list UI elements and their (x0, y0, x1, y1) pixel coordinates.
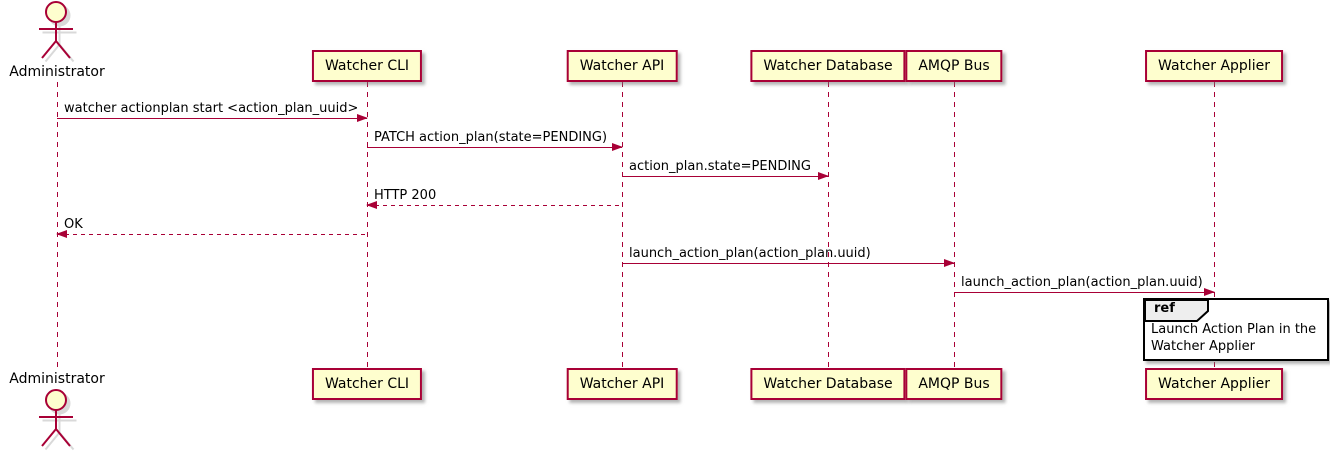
lifeline-administrator (57, 82, 58, 370)
ref-header (1144, 299, 1212, 326)
ref-text-line: Launch Action Plan in the (1151, 322, 1317, 337)
message-line-dashed (367, 205, 622, 206)
lifeline-amqp-bus (954, 82, 955, 368)
message-6: launch_action_plan(action_plan.uuid) (622, 246, 955, 267)
participant-watcher-api-bottom: Watcher API (566, 368, 678, 400)
actor-label: Administrator (9, 371, 105, 387)
message-2: PATCH action_plan(state=PENDING) (367, 130, 623, 151)
message-label: OK (64, 217, 83, 232)
message-7: launch_action_plan(action_plan.uuid) (954, 275, 1215, 296)
participant-watcher-applier-top: Watcher Applier (1145, 50, 1283, 82)
participant-watcher-applier-bottom: Watcher Applier (1145, 368, 1283, 400)
arrowhead-icon (818, 172, 829, 180)
arrowhead-icon (612, 143, 623, 151)
arrowhead-icon (366, 201, 377, 209)
message-label: launch_action_plan(action_plan.uuid) (629, 246, 871, 261)
message-label: action_plan.state=PENDING (629, 159, 811, 174)
message-line-solid (367, 147, 622, 148)
message-line-solid (57, 118, 367, 119)
actor-icon (26, 388, 88, 456)
message-label: PATCH action_plan(state=PENDING) (374, 130, 608, 145)
message-5: OK (56, 217, 367, 238)
message-3: action_plan.state=PENDING (622, 159, 829, 180)
message-line-dashed (57, 234, 367, 235)
participant-watcher-api-top: Watcher API (566, 50, 678, 82)
participant-watcher-cli-top: Watcher CLI (311, 50, 423, 82)
message-4: HTTP 200 (366, 188, 622, 209)
arrowhead-icon (56, 230, 67, 238)
lifeline-watcher-db (828, 82, 829, 368)
message-1: watcher actionplan start <action_plan_uu… (57, 101, 368, 122)
lifeline-watcher-applier (1214, 82, 1215, 368)
message-line-solid (622, 176, 828, 177)
participant-watcher-db-bottom: Watcher Database (750, 368, 906, 400)
message-line-solid (954, 292, 1214, 293)
participant-amqp-bus-bottom: AMQP Bus (905, 368, 1003, 400)
arrowhead-icon (944, 259, 955, 267)
participant-amqp-bus-top: AMQP Bus (905, 50, 1003, 82)
participant-watcher-db-top: Watcher Database (750, 50, 906, 82)
message-label: launch_action_plan(action_plan.uuid) (961, 275, 1203, 290)
actor-icon (26, 0, 88, 68)
message-label: watcher actionplan start <action_plan_uu… (64, 101, 359, 116)
participant-watcher-cli-bottom: Watcher CLI (311, 368, 423, 400)
ref-keyword: ref (1154, 301, 1175, 316)
arrowhead-icon (1204, 288, 1215, 296)
lifeline-watcher-api (622, 82, 623, 368)
ref-text-line: Watcher Applier (1151, 339, 1255, 354)
message-label: HTTP 200 (374, 188, 437, 203)
message-line-solid (622, 263, 954, 264)
actor-label: Administrator (9, 64, 105, 80)
arrowhead-icon (357, 114, 368, 122)
lifeline-watcher-cli (367, 82, 368, 368)
